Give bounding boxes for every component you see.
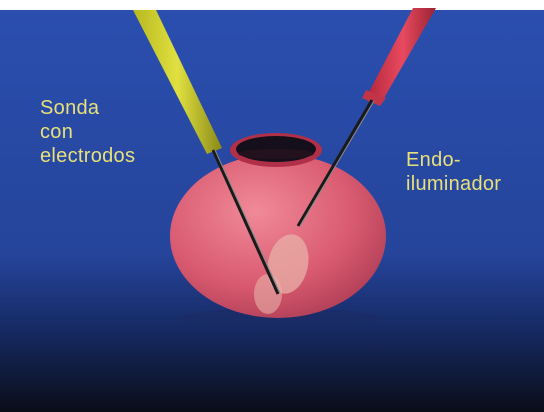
label-light-line-1: Endo- <box>406 148 501 172</box>
label-probe-line-1: Sonda <box>40 96 135 120</box>
label-probe-line-2: con <box>40 120 135 144</box>
label-electrode-probe: Sonda con electrodos <box>40 96 135 168</box>
label-probe-line-3: electrodos <box>40 144 135 168</box>
top-border <box>0 0 544 10</box>
pupil-rim <box>238 149 314 159</box>
label-endoilluminator: Endo- iluminador <box>406 148 501 196</box>
label-light-line-2: iluminador <box>406 172 501 196</box>
